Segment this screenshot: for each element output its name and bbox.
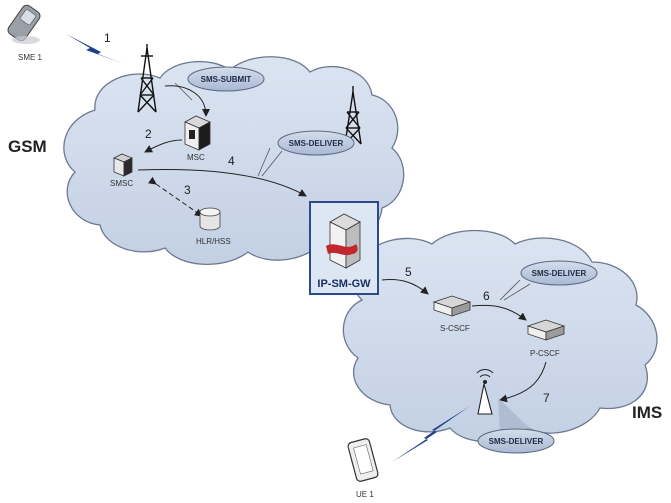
arrow-msc-to-smsc [144,139,183,153]
arrow-pcscf-to-antenna [499,361,547,403]
step-1: 1 [104,31,111,45]
step-3: 3 [184,183,191,197]
s-cscf-label: S-CSCF [440,324,470,333]
arrow-gateway-to-scscf [381,279,429,295]
smsc-label: SMSC [110,179,133,188]
radio-link-bolt-icon [66,34,124,64]
step-6: 6 [483,289,490,303]
gsm-label: GSM [8,137,47,156]
sms-deliver-ims-label: SMS-DELIVER [532,269,587,278]
beam-shape [498,398,536,434]
sms-deliver-ims-bubble [520,260,598,286]
step-4: 4 [228,154,235,168]
callout-line [261,150,283,177]
step-7: 7 [543,391,550,405]
gateway-server-icon [326,213,361,269]
ue-smartphone-icon [347,438,379,482]
step-2: 2 [145,127,152,141]
ip-sm-gw-node: IP-SM-GW [309,201,379,295]
sms-submit-bubble [187,66,265,92]
gateway-label: IP-SM-GW [317,278,371,290]
sms-deliver-gsm-label: SMS-DELIVER [289,139,344,148]
access-point-antenna-icon [476,369,494,415]
ue-label: UE 1 [356,490,374,499]
hlr-label: HLR/HSS [196,237,231,246]
sms-deliver-gsm-bubble [277,130,355,156]
gsm-tower-icon [137,44,157,113]
arrow-scscf-to-pcscf [471,304,527,321]
p-cscf-label: P-CSCF [530,349,560,358]
msc-switch-icon [184,115,211,151]
sme-phone-icon [7,4,41,44]
callout-line [503,283,531,301]
arrow-smsc-hlr [147,176,203,217]
callout-line [499,279,521,301]
sme-label: SME 1 [18,53,43,62]
sms-submit-label: SMS-SUBMIT [201,75,252,84]
smsc-server-icon [113,153,133,177]
hlr-database-icon [199,207,221,231]
s-cscf-server-icon [432,295,472,317]
msc-label: MSC [187,153,205,162]
radio-link-bolt-icon [392,406,470,462]
step-5: 5 [405,265,412,279]
p-cscf-server-icon [526,319,566,341]
sms-deliver-ue-label: SMS-DELIVER [489,437,544,446]
arrow-tower-to-msc [164,85,210,117]
sms-deliver-ue-bubble [477,428,555,454]
ims-label: IMS [632,403,662,422]
callout-line [257,147,271,177]
arrow-smsc-to-gateway [137,168,307,197]
